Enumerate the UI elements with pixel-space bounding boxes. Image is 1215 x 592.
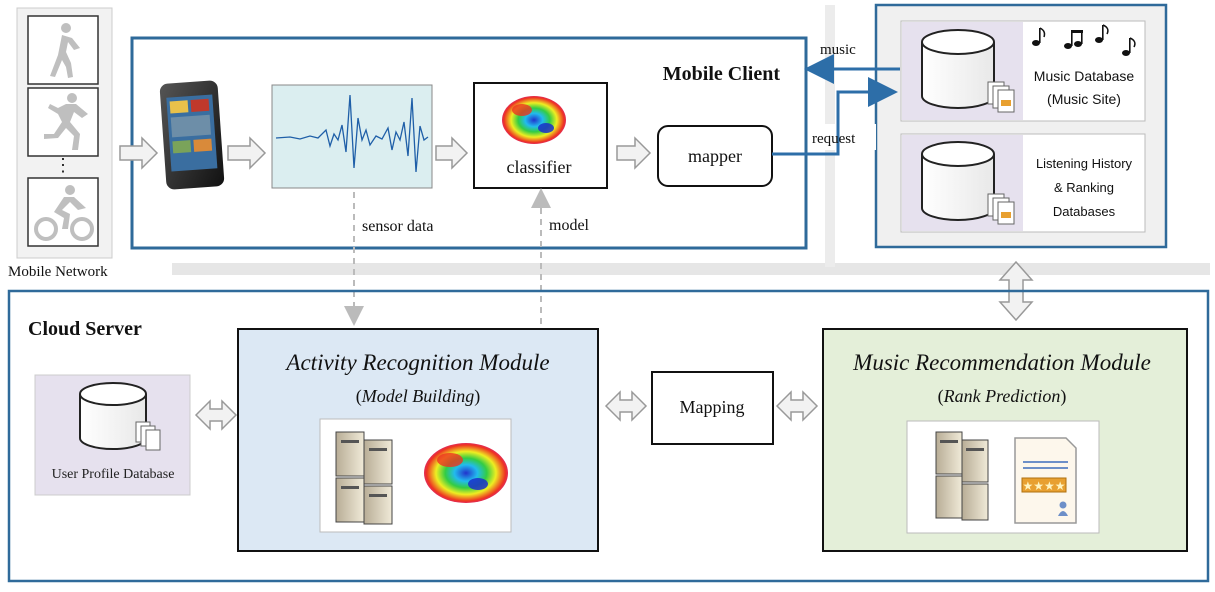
music-recommendation-module: Music Recommendation Module (Rank Predic… bbox=[822, 328, 1188, 552]
cloud-double-arrows bbox=[194, 390, 819, 431]
server-rack-icon bbox=[335, 431, 393, 525]
mobile-network-label: Mobile Network bbox=[8, 264, 108, 280]
mapping-label: Mapping bbox=[680, 397, 745, 417]
music-database-icon bbox=[921, 29, 1015, 113]
request-label: request bbox=[812, 131, 856, 147]
music-module-subtitle-text: Rank Prediction bbox=[943, 386, 1061, 406]
activity-module-title: Activity Recognition Module bbox=[284, 350, 549, 375]
music-db-label-line1: Music Database bbox=[1034, 68, 1135, 84]
ranking-document-icon: ★★★★ bbox=[1014, 437, 1077, 524]
music-module-subtitle: (Rank Prediction) bbox=[938, 386, 1067, 407]
cloud-server-title: Cloud Server bbox=[28, 318, 142, 340]
arrow-classifier-to-mapper bbox=[616, 136, 652, 170]
arrow-mapping-music bbox=[775, 390, 819, 422]
walking-figure bbox=[50, 23, 80, 78]
history-database-icon bbox=[921, 141, 1015, 225]
model-label: model bbox=[549, 217, 590, 234]
mapper-label: mapper bbox=[688, 146, 742, 166]
smartphone-image bbox=[159, 80, 225, 190]
classifier-box: classifier bbox=[473, 82, 608, 189]
flow-arrows bbox=[119, 136, 652, 170]
user-profile-label: User Profile Database bbox=[52, 467, 175, 482]
mobile-client-title: Mobile Client bbox=[663, 63, 781, 85]
music-notes-icon bbox=[1032, 24, 1136, 56]
arrow-signal-to-classifier bbox=[435, 136, 469, 170]
sensor-data-label: sensor data bbox=[362, 218, 434, 235]
arrow-profile-activity bbox=[194, 399, 238, 431]
music-arrow: music bbox=[804, 42, 900, 84]
separator-band bbox=[172, 263, 1210, 275]
history-db-label-line2: & Ranking bbox=[1054, 180, 1114, 195]
music-label: music bbox=[820, 42, 856, 58]
mobile-network-column: ⋮ Mobile Network bbox=[8, 7, 113, 280]
activity-module-subtitle-text: Model Building bbox=[361, 386, 474, 406]
sensor-signal-plot bbox=[271, 84, 433, 189]
user-profile-database: User Profile Database bbox=[34, 374, 191, 496]
arrow-activity-mapping bbox=[604, 390, 648, 422]
activity-module-subtitle: (Model Building) bbox=[356, 386, 480, 407]
arrow-network-to-phone bbox=[119, 136, 159, 170]
activity-recognition-module: Activity Recognition Module (Model Build… bbox=[237, 328, 599, 552]
mapping-box: Mapping bbox=[651, 371, 774, 445]
running-figure bbox=[44, 93, 88, 150]
history-db-label-line3: Databases bbox=[1053, 204, 1116, 219]
mapper-box: mapper bbox=[657, 125, 773, 187]
ellipsis: ⋮ bbox=[54, 155, 72, 175]
request-arrow: request bbox=[772, 77, 898, 156]
sensor-data-arrow: sensor data bbox=[344, 192, 434, 326]
heatmap-sphere-icon bbox=[502, 96, 566, 144]
server-rack-icon bbox=[935, 431, 989, 521]
model-arrow: model bbox=[531, 188, 590, 324]
svg-text:★★★★: ★★★★ bbox=[1022, 479, 1065, 493]
music-site-frame bbox=[874, 3, 1168, 249]
classifier-label: classifier bbox=[507, 157, 572, 177]
heatmap-sphere-icon bbox=[424, 443, 508, 503]
history-db-label-line1: Listening History bbox=[1036, 156, 1133, 171]
music-module-title: Music Recommendation Module bbox=[852, 350, 1151, 375]
cloud-server-frame: Cloud Server bbox=[7, 289, 1210, 583]
arrow-phone-to-signal bbox=[227, 136, 267, 170]
cycling-figure bbox=[34, 185, 94, 241]
music-db-label-line2: (Music Site) bbox=[1047, 91, 1121, 107]
